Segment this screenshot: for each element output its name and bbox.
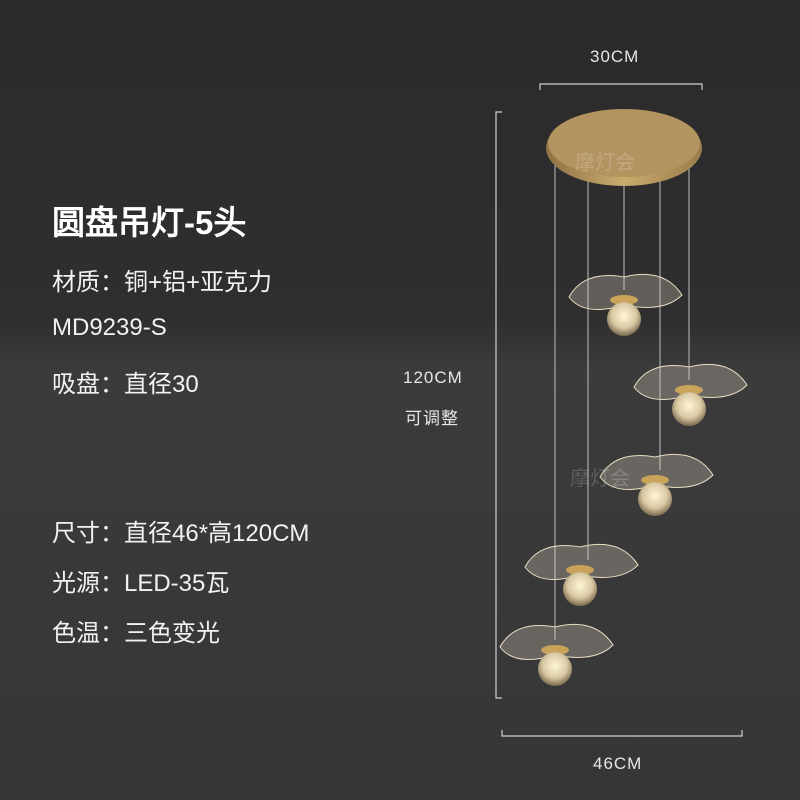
canopy-width-label: 30CM (590, 47, 640, 66)
watermark: 摩灯会 (575, 152, 635, 174)
dimension-lines (495, 83, 743, 737)
spec-material: 材质：铜+铝+亚克力 (52, 269, 273, 296)
pendant-lamp (599, 453, 714, 516)
spec-model: MD9239-S (52, 314, 167, 341)
height-label: 120CM (403, 368, 463, 387)
watermark: 摩灯会 (570, 468, 630, 490)
spec-size: 尺寸：直径46*高120CM (52, 520, 310, 547)
total-width-label: 46CM (593, 754, 643, 773)
spec-canopy: 吸盘：直径30 (52, 371, 199, 398)
spec-light-source: 光源：LED-35瓦 (52, 570, 230, 597)
pendant-lamp (524, 543, 639, 606)
pendant-lamp (633, 363, 748, 426)
pendant-lamp (499, 623, 614, 686)
pendant-lamp (568, 273, 683, 336)
product-title: 圆盘吊灯-5头 (52, 204, 247, 241)
ceiling-canopy (546, 109, 702, 186)
height-note: 可调整 (405, 409, 459, 428)
pendant-shades (499, 273, 748, 686)
spec-color-temp: 色温：三色变光 (52, 620, 220, 647)
